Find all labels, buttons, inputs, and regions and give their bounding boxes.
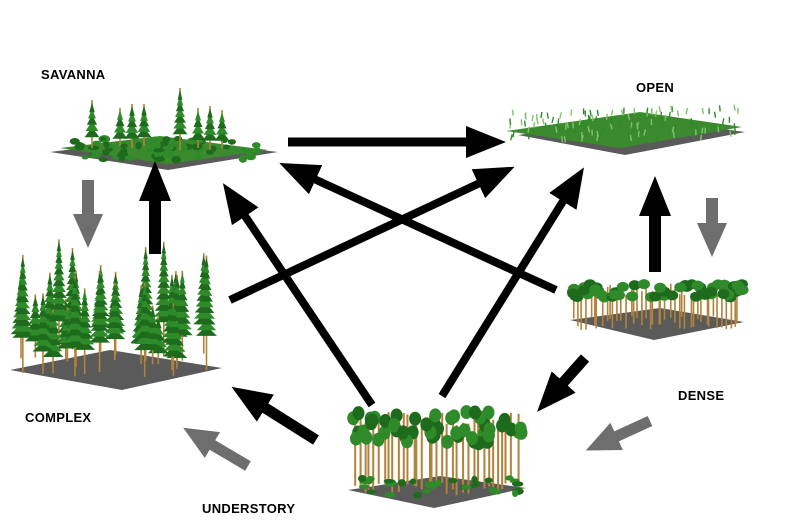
label-dense: DENSE [678, 388, 725, 403]
label-complex: COMPLEX [25, 410, 92, 425]
arrow-dense-to-understory-weak [585, 416, 653, 451]
arrow-understory-to-savanna [222, 183, 376, 408]
savanna-patch [50, 88, 278, 170]
understory-patch [347, 405, 528, 508]
label-savanna: SAVANNA [41, 67, 106, 82]
arrow-understory-to-complex [231, 386, 319, 445]
complex-patch [10, 239, 222, 390]
arrow-complex-to-open [228, 166, 515, 304]
label-open: OPEN [636, 80, 675, 95]
open-patch [506, 104, 745, 155]
arrow-dense-to-understory [537, 354, 590, 412]
label-understory: UNDERSTORY [202, 501, 296, 516]
arrow-understory-to-complex-weak [183, 427, 251, 471]
arrow-understory-to-open [438, 167, 584, 399]
transition-arrows [73, 126, 727, 471]
dense-patch [566, 279, 749, 340]
